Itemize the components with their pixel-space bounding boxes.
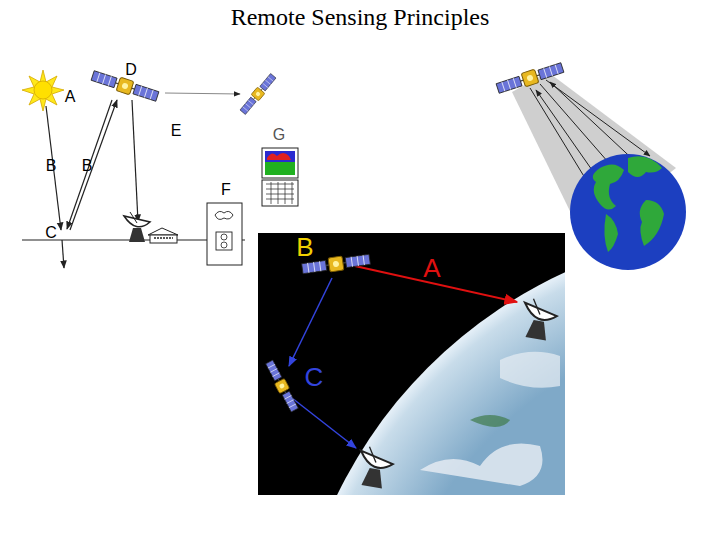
relay-satellite bbox=[239, 73, 277, 116]
image-vegetation bbox=[265, 162, 295, 175]
sun bbox=[22, 70, 64, 111]
image-sketch bbox=[215, 211, 233, 219]
image-grid bbox=[266, 182, 294, 204]
tape-reel bbox=[221, 242, 227, 248]
tape-reel bbox=[221, 234, 227, 240]
tape-reel-case bbox=[216, 232, 232, 250]
penetration-arrow bbox=[62, 240, 64, 268]
receiving-antenna bbox=[519, 297, 559, 341]
continent bbox=[604, 214, 618, 252]
emission-arrow bbox=[67, 100, 112, 229]
continent bbox=[640, 200, 664, 246]
processing-box bbox=[207, 203, 242, 265]
reflection-arrow bbox=[70, 100, 117, 230]
callout-letter: A bbox=[65, 89, 76, 105]
imaging-satellite bbox=[496, 61, 565, 95]
land-patch bbox=[470, 415, 510, 427]
cloud-band bbox=[500, 352, 560, 388]
station-wall bbox=[150, 235, 177, 243]
image-water bbox=[265, 151, 295, 162]
station-windows bbox=[154, 237, 173, 239]
beam-arrow bbox=[550, 82, 640, 166]
ground-station bbox=[148, 228, 178, 243]
callout-letter: C bbox=[305, 364, 324, 390]
callout-letter: D bbox=[125, 62, 137, 78]
downlink-arrow bbox=[132, 100, 138, 222]
beam-arrow bbox=[546, 80, 650, 156]
callout-letter: B bbox=[46, 158, 57, 174]
station-roof bbox=[148, 228, 178, 235]
relay-downlink bbox=[292, 398, 356, 448]
callout-letter: A bbox=[423, 255, 440, 281]
irradiance-arrow bbox=[46, 106, 61, 230]
callout-letter: E bbox=[171, 123, 182, 139]
page-title: Remote Sensing Principles bbox=[0, 4, 720, 31]
relay-uplink bbox=[289, 278, 332, 366]
image-red-area bbox=[267, 153, 291, 160]
earth-limb-group bbox=[290, 233, 565, 495]
earth-globe bbox=[570, 154, 686, 270]
panel-relay-satellite bbox=[264, 359, 299, 412]
continent bbox=[593, 164, 624, 209]
ocean bbox=[570, 154, 686, 270]
crosslink-arrow bbox=[165, 93, 240, 94]
sun-disc bbox=[34, 81, 52, 99]
image-frame bbox=[262, 148, 298, 178]
ground-antenna bbox=[124, 212, 150, 242]
earth-limb bbox=[290, 233, 565, 495]
sensor-satellite bbox=[91, 69, 160, 103]
callout-letter: C bbox=[45, 225, 57, 241]
processing-panel bbox=[207, 203, 242, 265]
callout-letter: F bbox=[221, 182, 231, 198]
cloud-band bbox=[420, 444, 543, 487]
callout-letter: B bbox=[296, 234, 313, 260]
callout-letter: G bbox=[273, 127, 285, 143]
image-products bbox=[262, 148, 298, 206]
sun-rays bbox=[22, 70, 64, 111]
continent bbox=[628, 156, 662, 177]
callout-letter: B bbox=[82, 158, 93, 174]
receiving-antenna bbox=[355, 445, 395, 489]
image-frame bbox=[262, 180, 298, 206]
